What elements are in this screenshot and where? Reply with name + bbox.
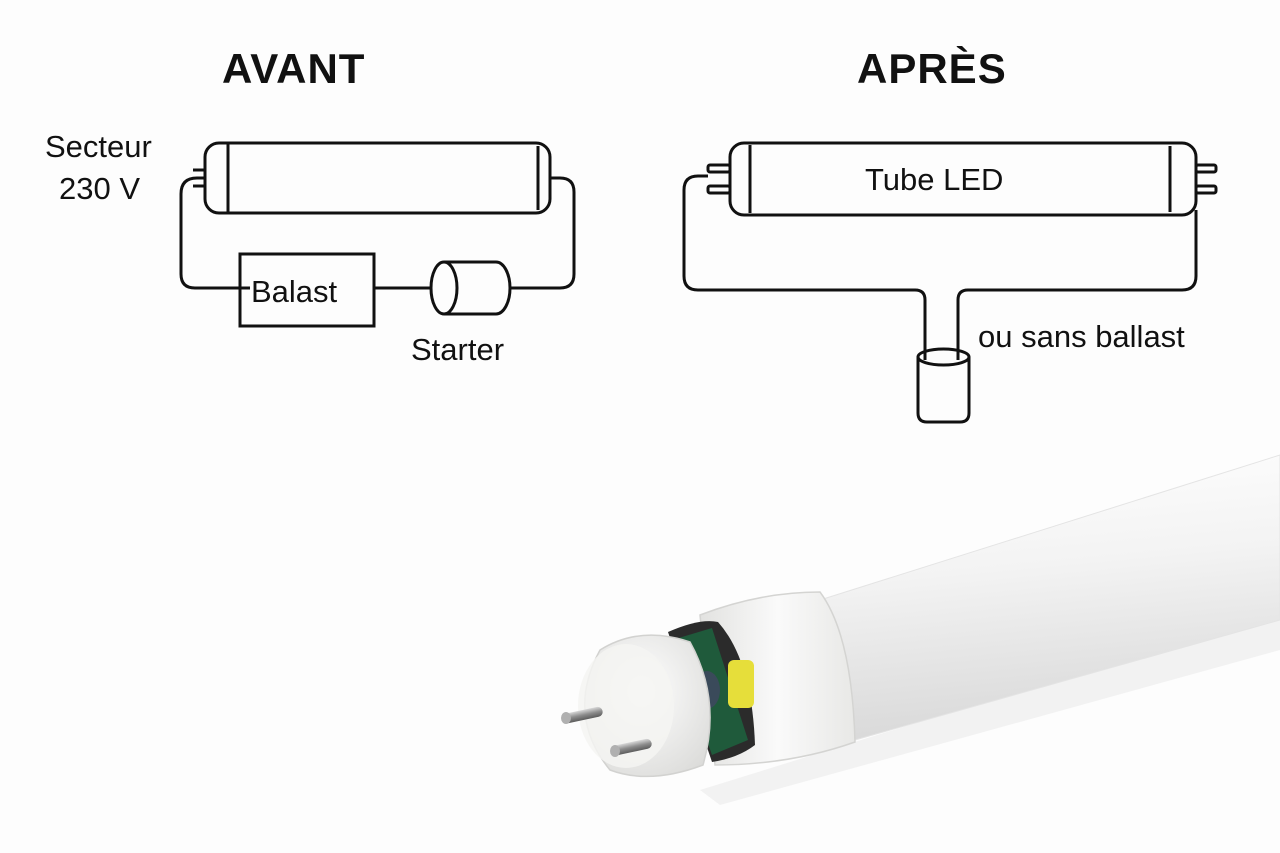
title-after: APRÈS [857, 45, 1007, 92]
mains-label-line2: 230 V [59, 171, 141, 206]
title-before: AVANT [222, 45, 366, 92]
led-tube-pins-left [706, 163, 732, 195]
ballast-box [238, 252, 376, 328]
pin-icon [561, 706, 652, 757]
starter-label: Starter [411, 332, 505, 367]
wire-after-right [956, 210, 1198, 360]
end-cap-icon [916, 347, 971, 424]
after-diagram [682, 141, 1218, 424]
tube-pin-left [193, 168, 205, 188]
no-ballast-label: ou sans ballast [978, 319, 1185, 354]
wire-left [179, 176, 250, 290]
capacitor-yellow [728, 660, 754, 708]
led-tube-label: Tube LED [865, 162, 1004, 197]
before-diagram [179, 141, 576, 328]
wire-right [510, 176, 576, 290]
ballast-label: Balast [251, 274, 338, 309]
wire-after-left [682, 174, 927, 360]
led-tube [728, 141, 1198, 217]
led-tube-photo [561, 454, 1280, 805]
cap-face [578, 644, 674, 768]
mains-label-line1: Secteur [45, 129, 152, 164]
starter-icon [429, 260, 512, 316]
fluorescent-tube [203, 141, 552, 215]
led-tube-pins-right [1194, 163, 1218, 195]
